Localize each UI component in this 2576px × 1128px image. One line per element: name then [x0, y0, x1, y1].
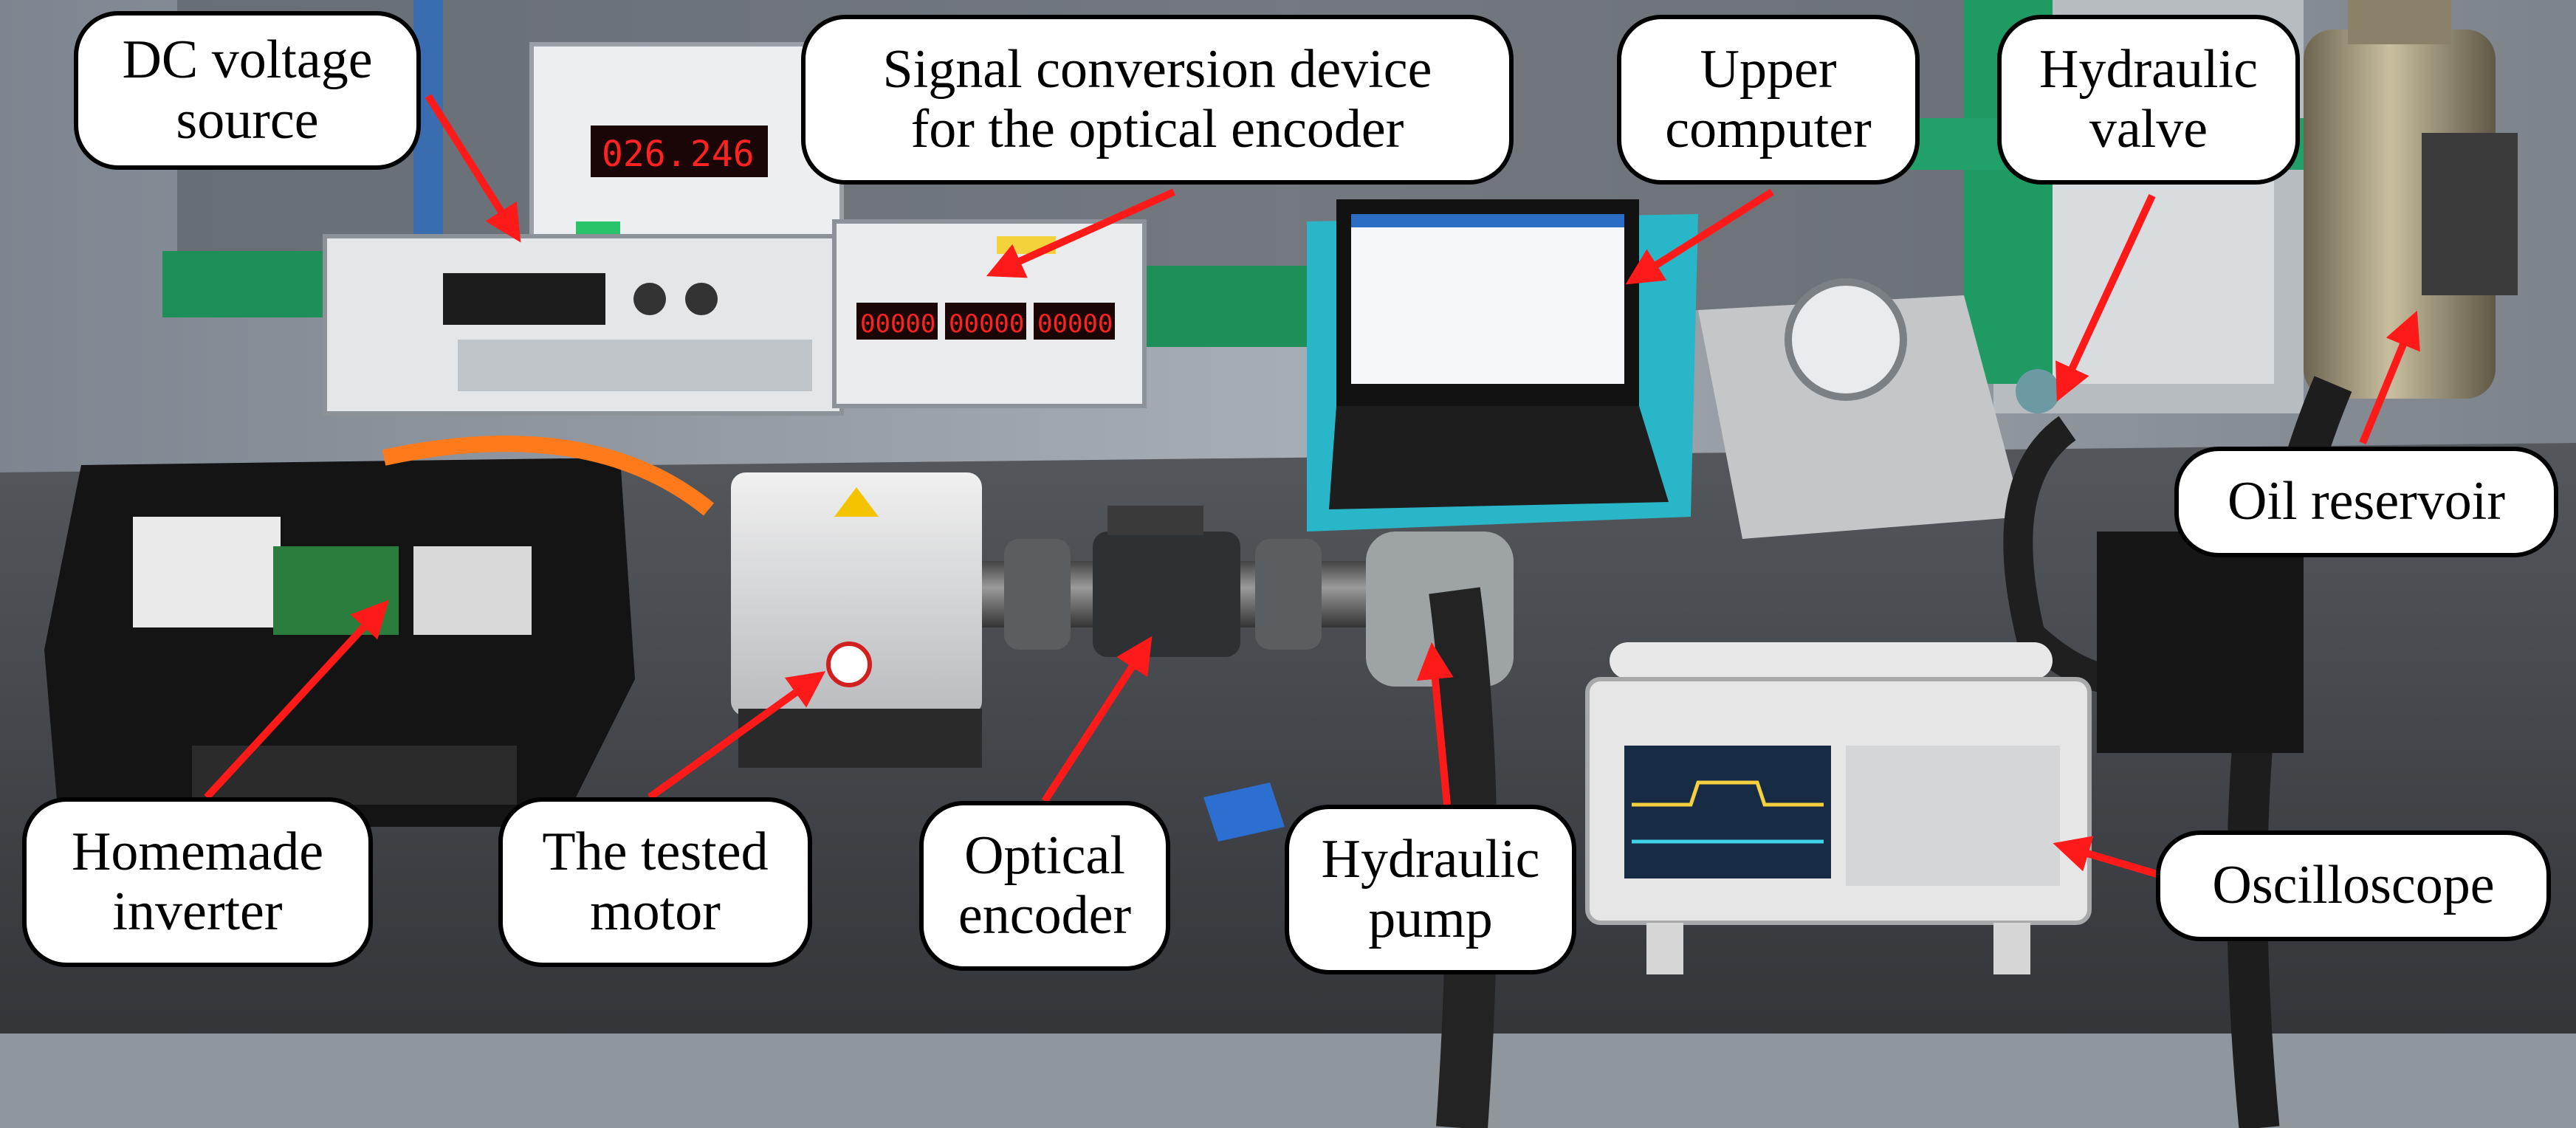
- callout-optical-encoder-line-2: encoder: [958, 885, 1132, 946]
- arrow-oil-reservoir: [2359, 310, 2420, 444]
- callout-oscilloscope: Oscilloscope: [2156, 830, 2551, 941]
- coupling-right: [1255, 539, 1322, 650]
- oil-reservoir-cap: [2348, 0, 2451, 44]
- arrow-dc-voltage-source: [425, 94, 521, 243]
- dc-source-readout-b: 246: [690, 134, 755, 175]
- arrow-upper-computer: [1625, 188, 1774, 285]
- arrow-oscilloscope: [2053, 836, 2161, 878]
- bench-front-edge: [0, 1034, 2576, 1128]
- motor-warning-label: [834, 487, 879, 517]
- oscilloscope-handle: [1610, 642, 2053, 679]
- arrow-homemade-inverter: [204, 599, 389, 800]
- dc-source-readout-a: 026.: [602, 134, 687, 175]
- arrow-tested-motor: [648, 671, 826, 801]
- inverter-board-white: [133, 517, 281, 627]
- oscilloscope-foot-left: [1646, 923, 1683, 974]
- hydraulic-valve-knob: [2016, 369, 2060, 413]
- motor-base: [738, 709, 982, 768]
- dc-power-supply-vents: [458, 340, 812, 391]
- signal-readout-3: 00000: [1037, 309, 1113, 339]
- callout-signal-conversion-device: Signal conversion device for the optical…: [801, 15, 1514, 185]
- callout-tested-motor-line-2: motor: [590, 881, 721, 942]
- callout-homemade-inverter-line-1: Homemade: [71, 821, 324, 882]
- encoder-top-plate: [1107, 506, 1203, 535]
- laptop-keyboard: [1329, 406, 1669, 509]
- callout-oscilloscope-line-1: Oscilloscope: [2212, 855, 2495, 916]
- laptop-screen: [1351, 214, 1624, 384]
- callout-dc-voltage-source: DC voltage source: [74, 11, 421, 170]
- motor-red-seal: [826, 642, 872, 687]
- signal-readout-1: 00000: [860, 309, 935, 339]
- callout-oil-reservoir: Oil reservoir: [2174, 447, 2558, 557]
- callout-hydraulic-pump-line-1: Hydraulic: [1321, 828, 1540, 890]
- callout-upper-computer-line-1: Upper: [1700, 38, 1837, 100]
- oscilloscope-foot-right: [1993, 923, 2030, 974]
- callout-optical-encoder-line-1: Optical: [964, 825, 1125, 886]
- callout-signal-conversion-line-1: Signal conversion device: [882, 38, 1432, 100]
- oil-reservoir-bracket: [2422, 133, 2518, 295]
- dc-knob-2: [685, 283, 718, 315]
- callout-upper-computer-line-2: computer: [1665, 99, 1872, 159]
- callout-homemade-inverter: Homemade inverter: [22, 797, 373, 967]
- callout-optical-encoder: Optical encoder: [919, 801, 1170, 971]
- callout-dc-voltage-source-line-1: DC voltage: [122, 30, 373, 91]
- blue-clamp: [1203, 783, 1285, 842]
- arrow-hydraulic-pump: [1416, 642, 1454, 805]
- dc-source-display: [591, 125, 768, 177]
- callout-hydraulic-valve-line-2: valve: [2089, 99, 2208, 159]
- callout-dc-voltage-source-line-2: source: [176, 89, 319, 151]
- coupling-left: [1004, 539, 1071, 650]
- dc-power-supply-panel: [443, 273, 605, 325]
- oscilloscope-controls: [1846, 746, 2060, 886]
- dc-knob-1: [633, 283, 666, 315]
- callout-tested-motor-line-1: The tested: [542, 821, 769, 882]
- callout-hydraulic-pump-line-2: pump: [1368, 889, 1493, 949]
- callout-upper-computer: Upper computer: [1617, 15, 1920, 185]
- callout-hydraulic-pump: Hydraulic pump: [1285, 805, 1576, 974]
- tested-motor-body: [731, 472, 982, 716]
- oil-reservoir-tank: [2304, 30, 2496, 399]
- callout-signal-conversion-line-2: for the optical encoder: [910, 99, 1404, 159]
- laptop-screen-bar: [1351, 214, 1624, 227]
- orange-power-cable: [382, 436, 714, 516]
- callout-hydraulic-valve-line-1: Hydraulic: [2039, 38, 2258, 100]
- radiator: [2097, 532, 2304, 753]
- pressure-gauge: [1785, 278, 1907, 401]
- arrow-optical-encoder: [1041, 636, 1153, 803]
- oscilloscope-trace-yellow: [1632, 780, 1824, 807]
- callout-tested-motor: The tested motor: [498, 797, 812, 967]
- signal-device-display-2: [945, 303, 1026, 340]
- signal-device-display-3: [1034, 303, 1115, 340]
- arrow-signal-conversion: [986, 188, 1176, 278]
- inverter-board-right: [413, 546, 532, 635]
- arrow-hydraulic-valve: [2055, 193, 2156, 402]
- callout-oil-reservoir-line-1: Oil reservoir: [2227, 471, 2506, 532]
- oscilloscope-screen: [1624, 746, 1831, 878]
- signal-device-display-1: [856, 303, 938, 340]
- valve-housing: [1698, 295, 2023, 539]
- optical-encoder-body: [1093, 532, 1240, 657]
- callout-hydraulic-valve: Hydraulic valve: [1997, 15, 2300, 185]
- callout-homemade-inverter-line-2: inverter: [112, 881, 283, 942]
- signal-readout-2: 00000: [949, 309, 1024, 339]
